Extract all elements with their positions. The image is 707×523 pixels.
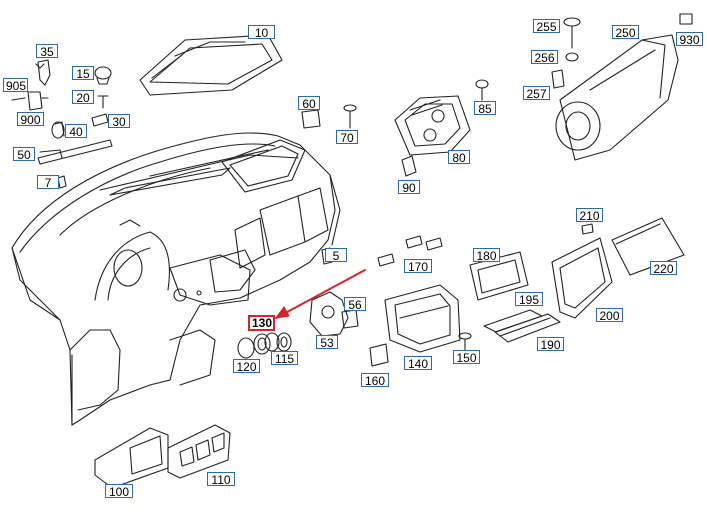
part-label-900[interactable]: 900 bbox=[17, 112, 44, 127]
part-label-7[interactable]: 7 bbox=[37, 175, 59, 190]
part-label-250[interactable]: 250 bbox=[612, 25, 639, 40]
part-label-35[interactable]: 35 bbox=[36, 44, 58, 59]
part-80-vent-housing bbox=[394, 95, 471, 156]
part-100-cover bbox=[94, 427, 169, 489]
part-label-190[interactable]: 190 bbox=[537, 337, 564, 352]
part-label-160[interactable]: 160 bbox=[361, 373, 389, 388]
part-label-20[interactable]: 20 bbox=[72, 90, 94, 105]
part-label-256[interactable]: 256 bbox=[531, 50, 558, 65]
part-15-cap bbox=[94, 66, 112, 85]
part-label-60[interactable]: 60 bbox=[298, 96, 320, 111]
part-20-screw bbox=[97, 95, 109, 109]
part-120-ring bbox=[237, 337, 255, 359]
part-170-clips bbox=[377, 235, 443, 267]
part-195-trim bbox=[483, 309, 543, 333]
part-90-clip bbox=[401, 155, 417, 177]
part-85-screw bbox=[475, 79, 489, 101]
part-140-center-frame bbox=[384, 284, 461, 353]
part-label-130[interactable]: 130 bbox=[248, 315, 275, 331]
part-label-930[interactable]: 930 bbox=[676, 32, 703, 47]
part-label-200[interactable]: 200 bbox=[596, 308, 623, 323]
part-label-53[interactable]: 53 bbox=[316, 335, 338, 350]
part-label-56[interactable]: 56 bbox=[344, 297, 366, 312]
part-label-180[interactable]: 180 bbox=[473, 248, 500, 263]
part-label-100[interactable]: 100 bbox=[105, 484, 133, 499]
part-label-905[interactable]: 905 bbox=[3, 78, 28, 93]
part-label-70[interactable]: 70 bbox=[336, 130, 358, 145]
part-210-clip bbox=[581, 223, 594, 235]
part-930-connector bbox=[679, 13, 693, 25]
part-160-clip bbox=[369, 343, 389, 367]
part-200-screen-frame bbox=[551, 237, 613, 319]
part-180-panel bbox=[469, 251, 529, 301]
part-label-170[interactable]: 170 bbox=[404, 259, 432, 274]
highlight-arrow bbox=[275, 269, 366, 319]
part-10-top-cover bbox=[139, 34, 283, 96]
part-label-50[interactable]: 50 bbox=[13, 147, 35, 162]
part-label-5[interactable]: 5 bbox=[325, 248, 347, 263]
part-190-tray bbox=[494, 313, 561, 343]
part-257-clip bbox=[551, 69, 565, 89]
part-label-90[interactable]: 90 bbox=[398, 180, 420, 195]
part-110-switch-panel bbox=[167, 424, 231, 479]
part-label-115[interactable]: 115 bbox=[271, 351, 298, 366]
part-label-40[interactable]: 40 bbox=[65, 124, 87, 139]
part-label-257[interactable]: 257 bbox=[523, 86, 550, 101]
part-35-clip bbox=[35, 59, 51, 86]
part-label-120[interactable]: 120 bbox=[233, 359, 260, 374]
part-220-unit bbox=[611, 217, 685, 276]
part-label-140[interactable]: 140 bbox=[404, 356, 432, 371]
part-50-strip bbox=[37, 139, 113, 165]
part-150-screw bbox=[458, 332, 472, 351]
part-250-cluster bbox=[555, 34, 679, 161]
dashboard-body bbox=[11, 132, 341, 426]
part-40-clip bbox=[51, 121, 65, 139]
part-70-screw bbox=[343, 104, 357, 129]
part-label-255[interactable]: 255 bbox=[533, 19, 560, 34]
part-7-clip bbox=[57, 175, 67, 189]
part-905-bolt bbox=[11, 91, 49, 111]
part-label-210[interactable]: 210 bbox=[576, 208, 603, 223]
part-label-10[interactable]: 10 bbox=[248, 25, 275, 40]
part-label-110[interactable]: 110 bbox=[207, 472, 235, 487]
part-label-220[interactable]: 220 bbox=[650, 261, 677, 276]
part-256-nut bbox=[565, 52, 579, 62]
part-label-80[interactable]: 80 bbox=[448, 150, 470, 165]
part-30-clip bbox=[91, 113, 109, 127]
part-label-85[interactable]: 85 bbox=[474, 101, 496, 116]
part-label-30[interactable]: 30 bbox=[108, 114, 130, 129]
part-label-150[interactable]: 150 bbox=[453, 350, 480, 365]
part-60-bracket bbox=[301, 109, 321, 129]
part-label-195[interactable]: 195 bbox=[515, 292, 543, 307]
part-255-screw bbox=[563, 17, 581, 49]
part-label-15[interactable]: 15 bbox=[72, 66, 94, 81]
